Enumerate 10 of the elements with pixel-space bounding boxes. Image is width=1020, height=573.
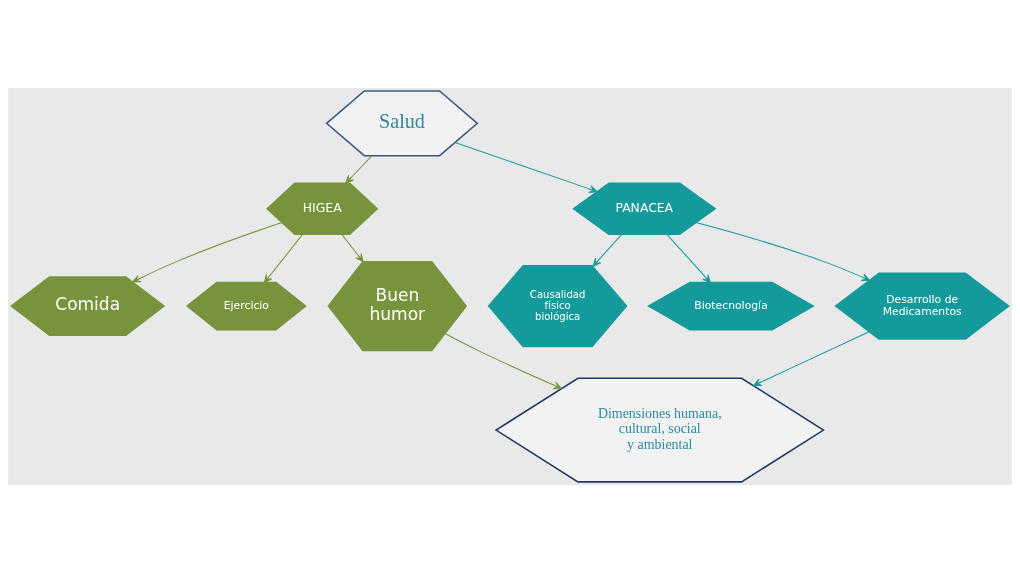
- arrow: [263, 233, 304, 284]
- arrow: [132, 222, 283, 283]
- arrow: [454, 142, 598, 193]
- arrow: [752, 331, 870, 387]
- arrow: [695, 222, 871, 281]
- arrow: [341, 233, 364, 263]
- arrow: [592, 233, 623, 267]
- arrow: [345, 155, 373, 184]
- arrow: [444, 333, 563, 390]
- arrow: [666, 233, 712, 284]
